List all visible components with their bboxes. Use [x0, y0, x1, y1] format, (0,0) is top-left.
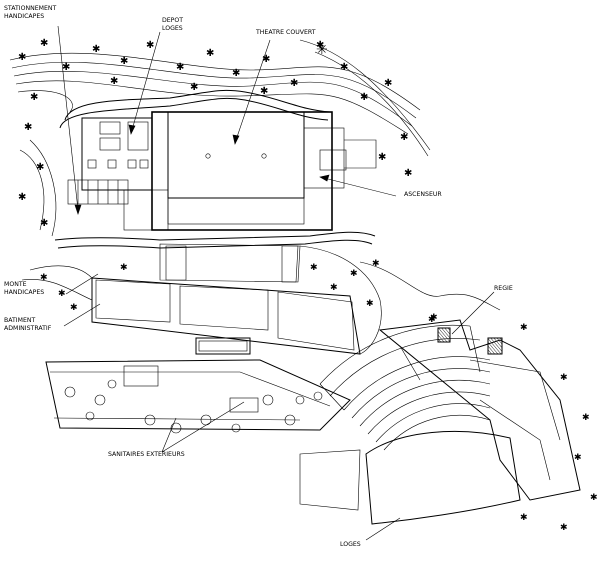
- north-star-icon: ✳: [316, 42, 328, 58]
- svg-text:✱: ✱: [24, 122, 32, 133]
- svg-text:✱: ✱: [190, 82, 198, 93]
- lower-garden-strip: [45, 359, 351, 431]
- label-batiment-line2: ADMINISTRATIF: [4, 325, 52, 332]
- svg-text:✱: ✱: [360, 92, 368, 103]
- svg-text:✱: ✱: [290, 78, 298, 89]
- label-depot-line1: DEPOT: [162, 17, 183, 24]
- svg-text:✱: ✱: [206, 48, 214, 59]
- amphitheatre-seating: [319, 324, 491, 451]
- trees-middle: ✱ ✱ ✱ ✱ ✱ ✱ ✱ ✱ ✱ ✱: [40, 259, 438, 323]
- svg-text:✱: ✱: [330, 283, 338, 293]
- svg-text:✱: ✱: [120, 56, 128, 67]
- svg-text:✱: ✱: [428, 315, 436, 325]
- right-building: [299, 319, 581, 511]
- svg-text:✱: ✱: [18, 52, 26, 63]
- svg-text:✱: ✱: [62, 62, 70, 73]
- svg-text:✱: ✱: [310, 263, 318, 273]
- svg-text:✱: ✱: [560, 523, 568, 533]
- central-rectangle: [195, 337, 251, 355]
- label-monte-line2: HANDICAPES: [4, 289, 44, 296]
- upper-access-road: [54, 89, 376, 249]
- svg-text:✱: ✱: [146, 40, 154, 51]
- plan-labels: STATIONNEMENT HANDICAPES DEPOT LOGES THE…: [4, 5, 513, 548]
- svg-text:✱: ✱: [110, 76, 118, 87]
- svg-text:✱: ✱: [40, 273, 48, 283]
- parking-building: [67, 117, 153, 205]
- svg-text:✱: ✱: [404, 168, 412, 179]
- covered-theatre-building: [123, 111, 377, 231]
- label-stationnement-line2: HANDICAPES: [4, 13, 44, 20]
- svg-text:✱: ✱: [384, 78, 392, 89]
- stage-area: [365, 430, 521, 525]
- label-loges: LOGES: [340, 541, 361, 548]
- svg-text:✱: ✱: [366, 299, 374, 309]
- label-depot-line2: LOGES: [162, 25, 183, 32]
- label-stationnement-line1: STATIONNEMENT: [4, 5, 56, 12]
- svg-text:✱: ✱: [316, 40, 324, 51]
- svg-text:✱: ✱: [262, 54, 270, 65]
- label-ascenseur: ASCENSEUR: [404, 191, 442, 198]
- svg-text:✱: ✱: [430, 313, 438, 323]
- terrain-contours-upper: [9, 39, 431, 237]
- label-sanitaires: SANITAIRES EXTERIEURS: [108, 451, 185, 458]
- leader-lines: [57, 25, 495, 541]
- svg-text:✱: ✱: [340, 62, 348, 73]
- svg-text:✱: ✱: [582, 413, 590, 423]
- lower-trees: [64, 379, 323, 434]
- svg-text:✱: ✱: [70, 303, 78, 313]
- svg-text:✱: ✱: [58, 289, 66, 299]
- trees-right: ✱ ✱ ✱ ✱ ✱ ✱ ✱ ✱: [428, 315, 598, 533]
- svg-text:✱: ✱: [92, 44, 100, 55]
- svg-text:✱: ✱: [30, 92, 38, 103]
- svg-text:✱: ✱: [378, 152, 386, 163]
- terrain-middle: [21, 245, 501, 355]
- svg-text:✱: ✱: [574, 453, 582, 463]
- svg-text:✱: ✱: [372, 259, 380, 269]
- svg-text:✱: ✱: [120, 263, 128, 273]
- svg-text:✱: ✱: [590, 493, 598, 503]
- svg-text:✱: ✱: [560, 373, 568, 383]
- trees-upper: ✱✱✱ ✱✱✱ ✱✱✱ ✱✱✱ ✱✱✱ ✱✱✱ ✱✱✱ ✱✱✱ ✱✱: [18, 38, 412, 229]
- label-monte-line1: MONTE: [4, 281, 27, 288]
- label-regie: REGIE: [494, 285, 513, 292]
- svg-text:✱: ✱: [350, 269, 358, 279]
- label-theatre-couvert: THEATRE COUVERT: [255, 29, 316, 36]
- svg-text:✱: ✱: [260, 86, 268, 97]
- svg-text:✱: ✱: [40, 38, 48, 49]
- svg-text:✱: ✱: [18, 192, 26, 203]
- svg-text:✱: ✱: [520, 323, 528, 333]
- svg-text:✱: ✱: [232, 68, 240, 79]
- svg-text:✱: ✱: [520, 513, 528, 523]
- svg-text:✱: ✱: [176, 62, 184, 73]
- svg-text:✱: ✱: [40, 218, 48, 229]
- svg-text:✳: ✳: [316, 42, 328, 58]
- svg-text:✱: ✱: [36, 162, 44, 173]
- label-batiment-line1: BATIMENT: [4, 317, 35, 324]
- svg-text:✱: ✱: [400, 132, 408, 143]
